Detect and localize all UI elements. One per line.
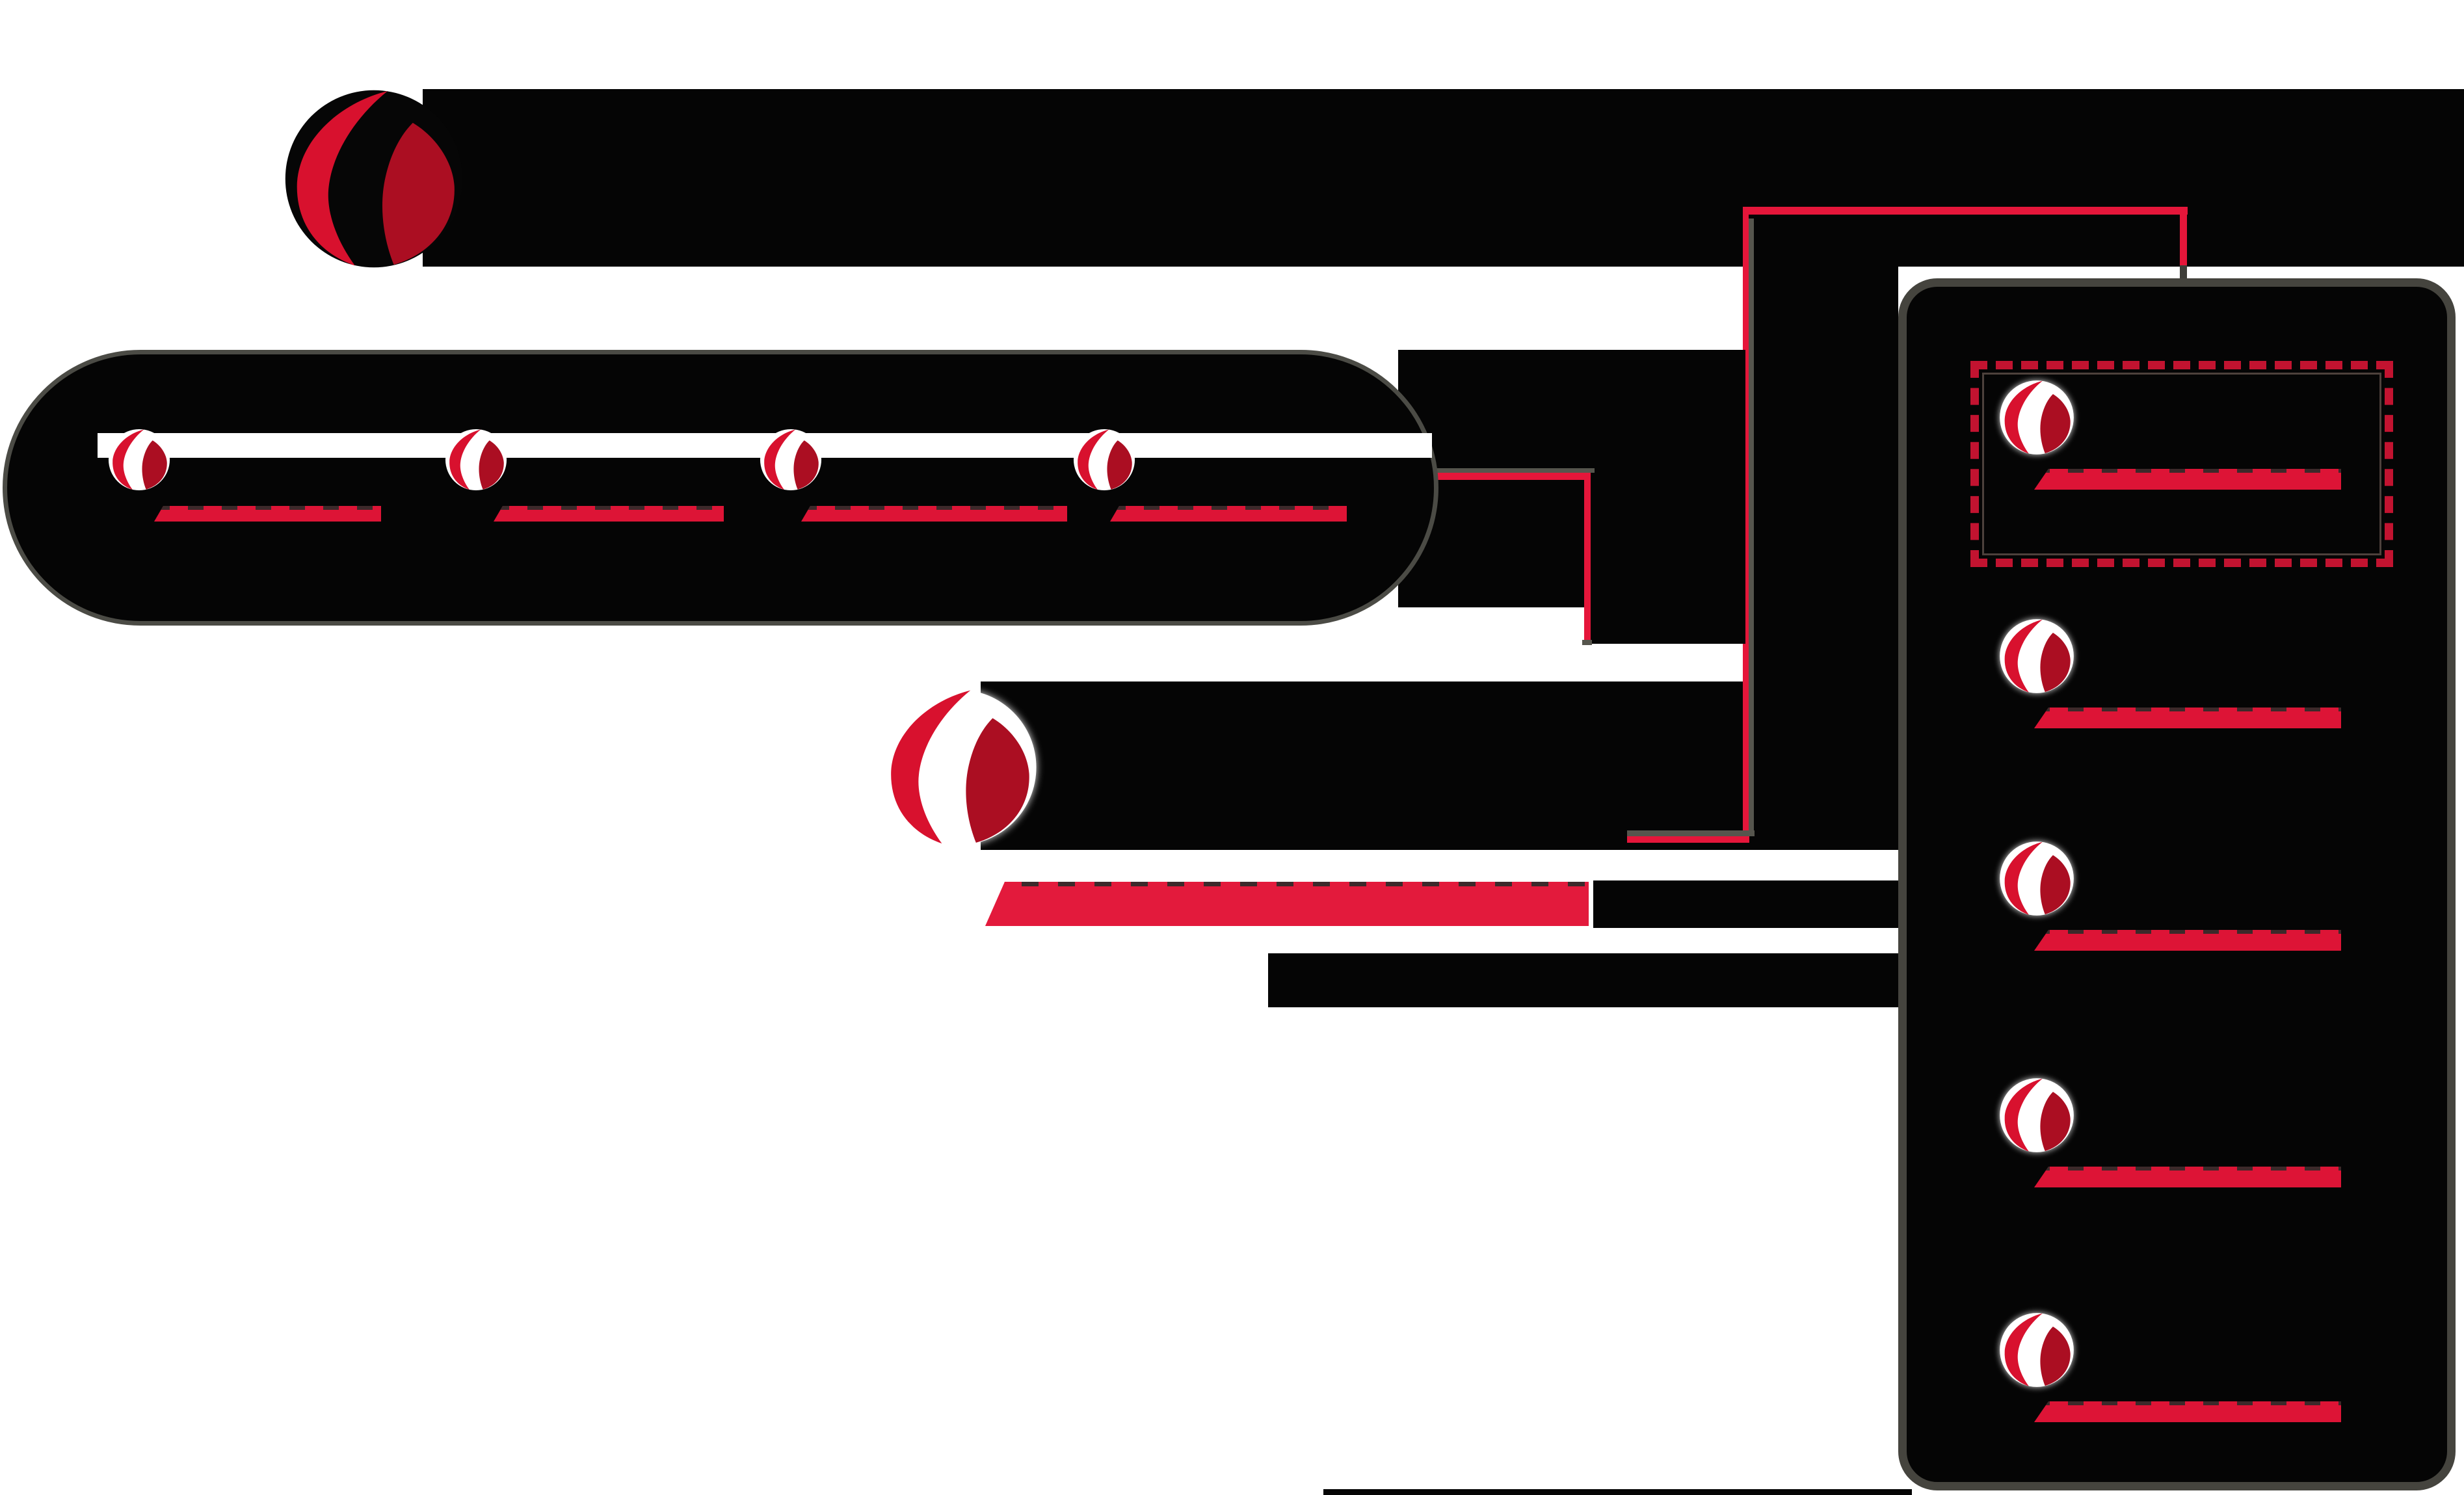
- flame-icon: [1073, 429, 1135, 491]
- redacted-feature-heading-block: [981, 681, 1898, 850]
- nav-pill: [3, 350, 1438, 626]
- panel-item-redacted-label: [2034, 930, 2341, 951]
- redacted-title-band: [423, 89, 2464, 267]
- nav-item-redacted-label[interactable]: [494, 506, 724, 522]
- flame-icon: [1999, 380, 2074, 455]
- connector-band-to-panel-vertical: [2180, 215, 2187, 268]
- panel-item-redacted-label: [2034, 708, 2341, 728]
- panel-item-redacted-label: [2034, 1167, 2341, 1187]
- connector-nav-shadow: [1435, 468, 1595, 473]
- connector-slab-shadow: [1749, 218, 1754, 835]
- flame-icon: [1999, 1312, 2074, 1388]
- redacted-bar-right-of-nav-2: [1584, 350, 1745, 644]
- side-panel-item[interactable]: [1907, 618, 2447, 755]
- connector-band-to-panel-horizontal: [1743, 207, 2188, 215]
- connector-nav-vertical: [1584, 473, 1591, 644]
- nav-item-redacted-label[interactable]: [154, 506, 381, 522]
- bottom-edge-bar: [1323, 1489, 1912, 1495]
- connector-band-to-panel-tip: [2180, 265, 2187, 280]
- side-panel-item[interactable]: [1907, 1312, 2447, 1449]
- panel-item-redacted-label: [2034, 1401, 2341, 1422]
- redacted-feature-subheading-red-bar: [985, 882, 1589, 926]
- redacted-feature-text-bar-2: [1268, 953, 1898, 1007]
- connector-nav-horizontal: [1435, 473, 1591, 480]
- feature-flame-logo: [879, 688, 1038, 847]
- flame-icon: [1999, 618, 2074, 694]
- panel-item-redacted-label: [2034, 469, 2341, 490]
- side-panel-item[interactable]: [1907, 841, 2447, 977]
- flame-icon: [1999, 1078, 2074, 1153]
- redacted-feature-text-bar: [1593, 880, 1898, 928]
- connector-block-bottom-shadow: [1627, 830, 1755, 836]
- flame-icon: [760, 429, 822, 491]
- connector-block-bottom-horizontal: [1627, 836, 1749, 843]
- flame-icon: [108, 429, 170, 491]
- side-panel-item-selected[interactable]: [1907, 380, 2447, 516]
- flame-icon: [445, 429, 507, 491]
- selected-item-dashed-outline: [1970, 361, 2393, 567]
- connector-nav-end-cap: [1582, 640, 1592, 645]
- flame-icon: [1999, 841, 2074, 916]
- brand-flame-logo-large: [284, 88, 464, 269]
- side-panel: [1898, 278, 2456, 1490]
- nav-item-redacted-label[interactable]: [801, 506, 1067, 522]
- side-panel-item[interactable]: [1907, 1078, 2447, 1214]
- connector-slab-vertical: [1743, 215, 1749, 840]
- nav-item-redacted-label[interactable]: [1110, 506, 1347, 522]
- selected-item-inner-line: [1982, 373, 2381, 555]
